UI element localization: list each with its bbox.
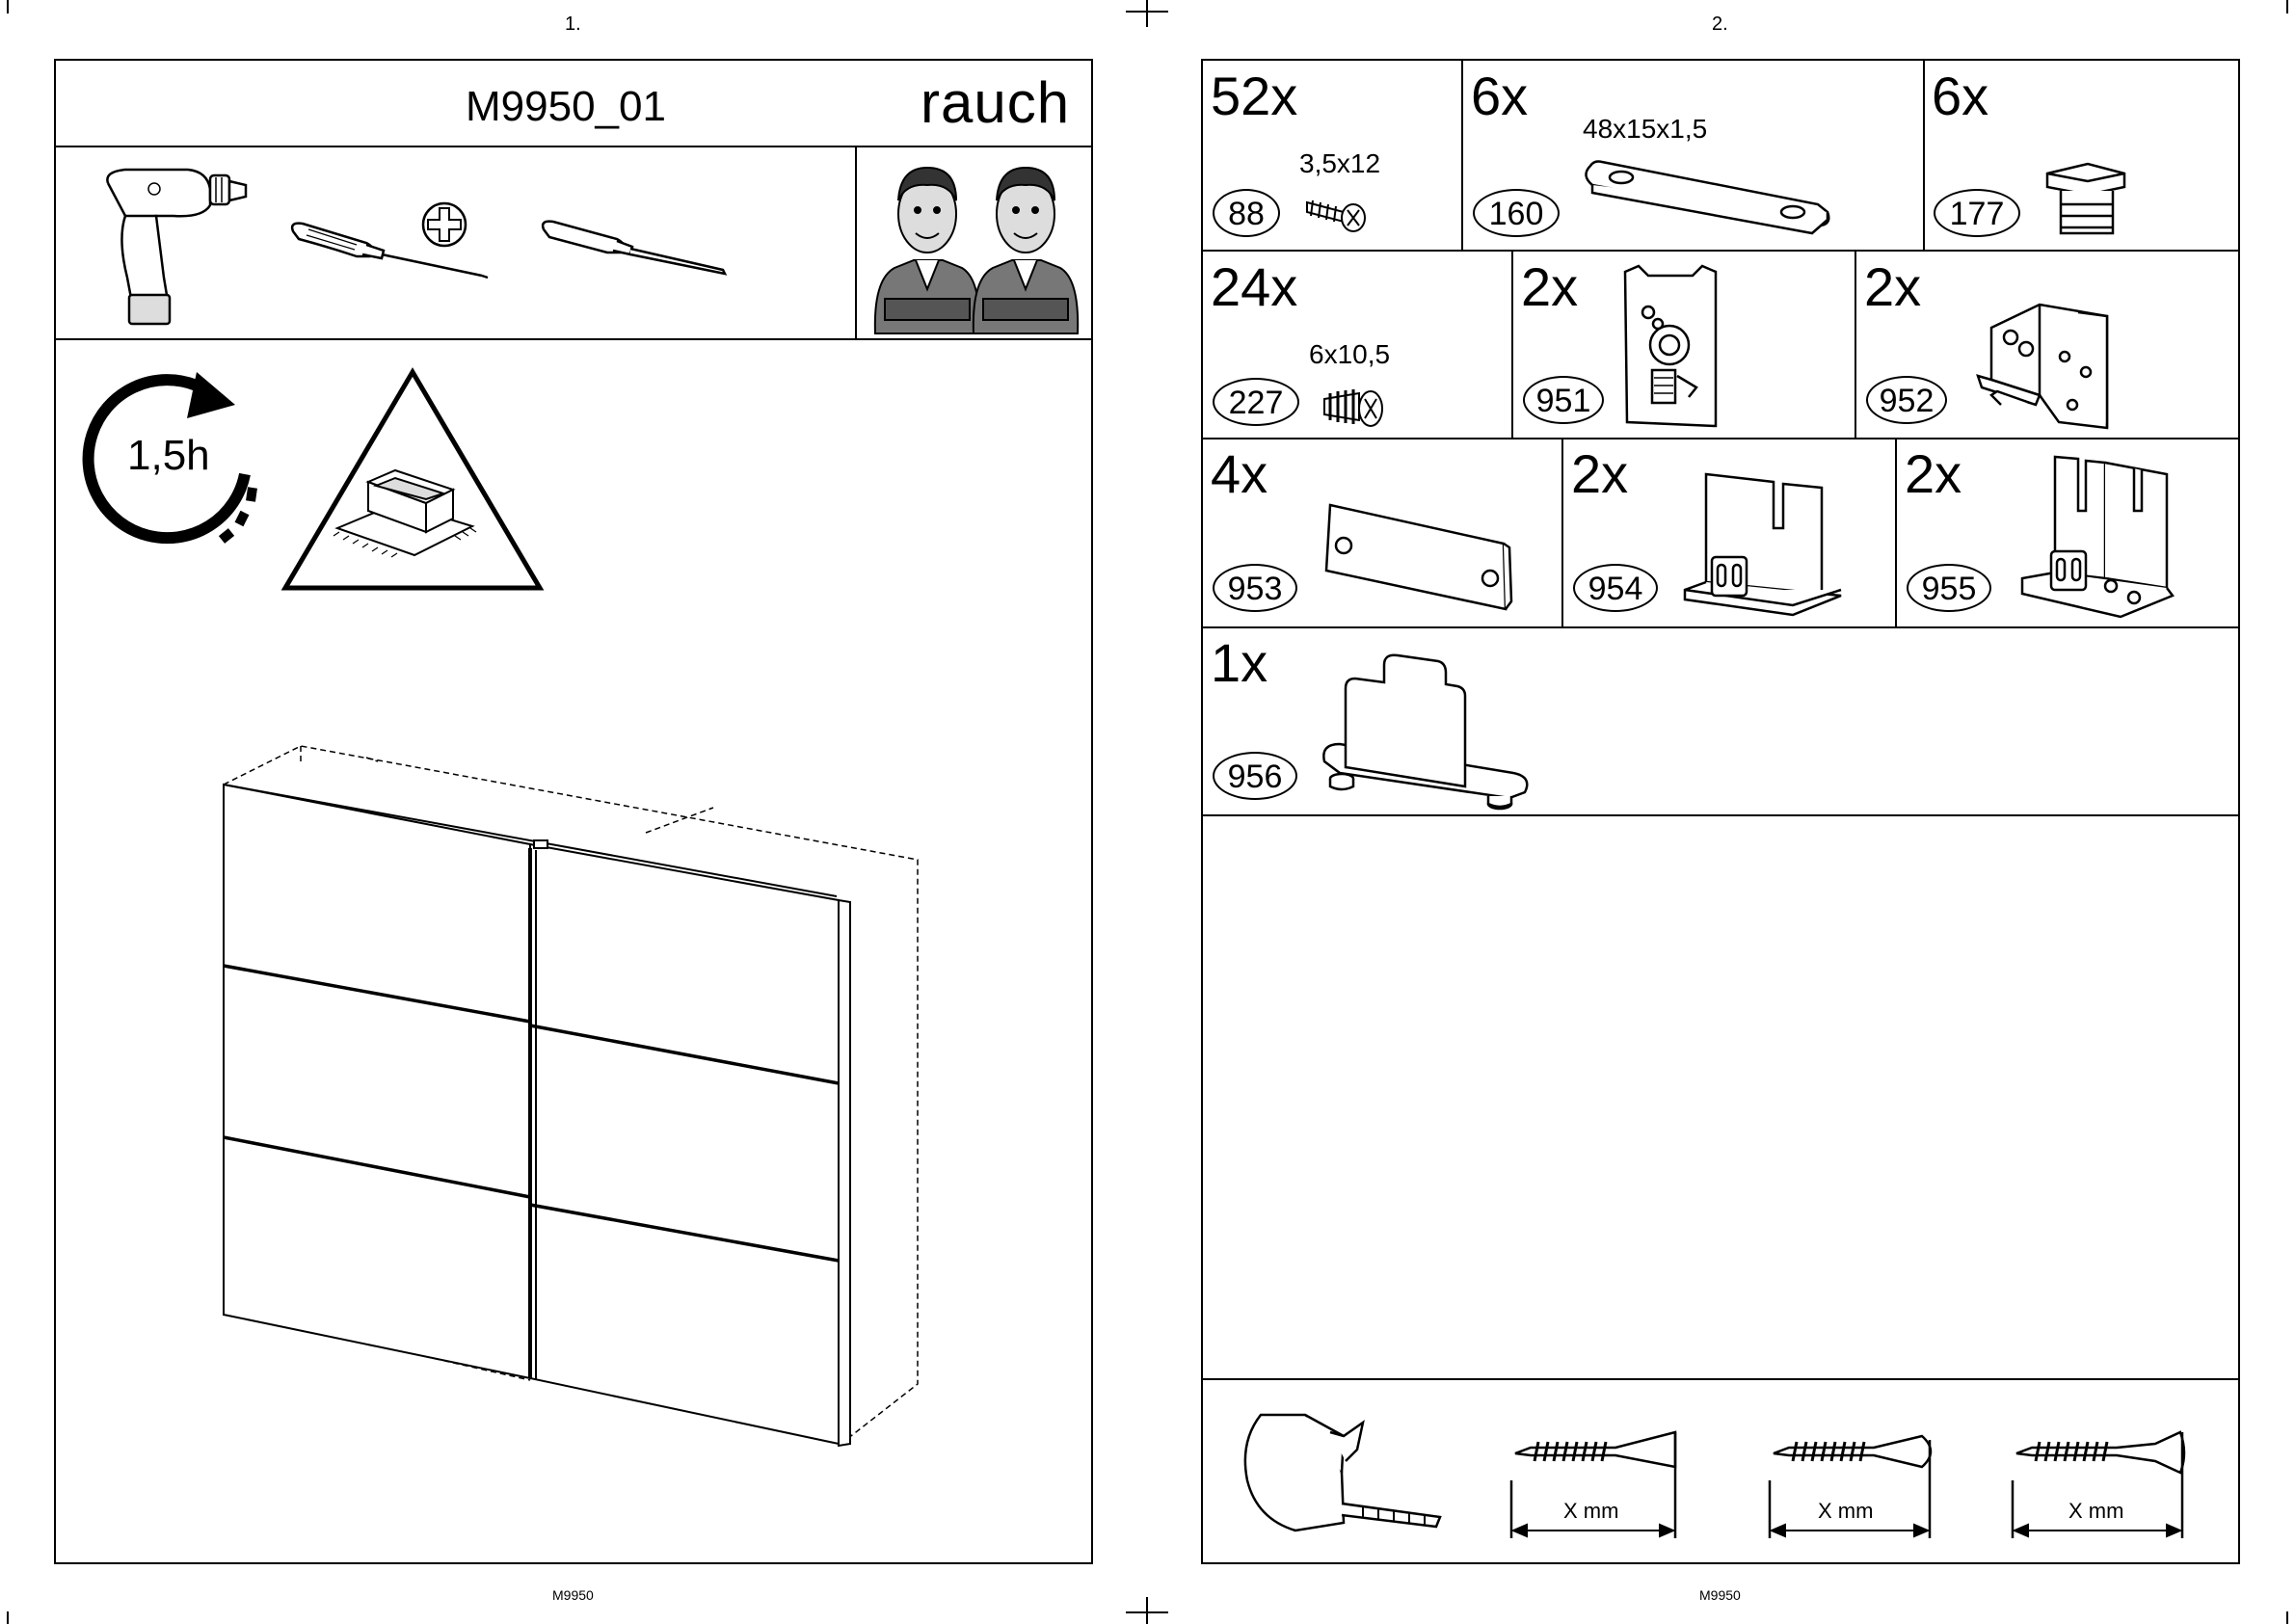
part-count: 2x — [1864, 260, 1921, 314]
part-count: 52x — [1211, 69, 1297, 123]
row-divider — [1201, 814, 2240, 816]
header-divider — [54, 146, 1093, 147]
part-id-badge: 88 — [1213, 189, 1280, 237]
persons-divider — [855, 146, 857, 338]
row-divider — [1201, 626, 2240, 628]
model-title: M9950_01 — [466, 83, 666, 131]
part-size: 48x15x1,5 — [1583, 114, 1707, 145]
part-id-badge: 160 — [1473, 189, 1560, 237]
part-id-badge: 952 — [1866, 376, 1947, 424]
part-count: 2x — [1905, 447, 1961, 501]
measuring-tape-icon — [1238, 1403, 1450, 1550]
wardrobe-illustration — [212, 732, 925, 1465]
row-divider — [1201, 250, 2240, 252]
stopper-bracket-icon — [1972, 299, 2113, 434]
euro-screw-icon — [1321, 380, 1390, 432]
phillips-head-symbol — [420, 200, 468, 249]
pan-head-screw-icon — [2011, 1424, 2194, 1542]
col-divider — [1895, 438, 1897, 626]
door-stopper-icon — [1321, 652, 1536, 813]
part-id-badge: 954 — [1573, 564, 1658, 612]
part-id-badge: 953 — [1213, 564, 1297, 612]
col-divider — [1461, 59, 1463, 250]
row-divider — [1201, 1378, 2240, 1380]
part-id-badge: 951 — [1523, 376, 1604, 424]
measure-label: X mm — [2068, 1499, 2123, 1524]
part-count: 2x — [1521, 260, 1578, 314]
countersunk-screw-icon — [1509, 1426, 1683, 1542]
part-count: 4x — [1211, 447, 1268, 501]
part-id-badge: 955 — [1907, 564, 1991, 612]
floor-protection-warning-icon — [280, 366, 546, 594]
measure-label: X mm — [1818, 1499, 1873, 1524]
door-guide-bracket-icon — [1619, 262, 1725, 428]
flat-plate-icon — [1581, 156, 1835, 243]
brand-logo: rauch — [921, 69, 1070, 136]
flat-screwdriver-icon — [540, 222, 733, 276]
two-person-assembly-icon — [866, 154, 1087, 333]
part-count: 2x — [1571, 447, 1628, 501]
tools-divider — [54, 338, 1093, 340]
floor-guide-icon — [1677, 470, 1851, 621]
part-count: 6x — [1471, 69, 1528, 123]
part-count: 1x — [1211, 636, 1268, 690]
raised-countersunk-screw-icon — [1768, 1426, 1941, 1542]
part-count: 24x — [1211, 260, 1297, 314]
col-divider — [1855, 250, 1856, 438]
flat-strip-icon — [1321, 501, 1513, 617]
cap-insert-icon — [2040, 160, 2132, 241]
wood-screw-icon — [1305, 193, 1374, 241]
row-divider — [1201, 438, 2240, 439]
part-size: 3,5x12 — [1299, 148, 1380, 179]
part-id-badge: 177 — [1934, 189, 2020, 237]
part-count: 6x — [1932, 69, 1988, 123]
assembly-time-label: 1,5h — [127, 432, 210, 480]
drill-icon — [96, 162, 251, 328]
measure-label: X mm — [1563, 1499, 1618, 1524]
part-id-badge: 956 — [1213, 752, 1297, 800]
double-floor-guide-icon — [2015, 453, 2178, 623]
col-divider — [1923, 59, 1925, 250]
part-size: 6x10,5 — [1309, 339, 1390, 370]
col-divider — [1511, 250, 1513, 438]
col-divider — [1561, 438, 1563, 626]
part-id-badge: 227 — [1213, 378, 1299, 426]
